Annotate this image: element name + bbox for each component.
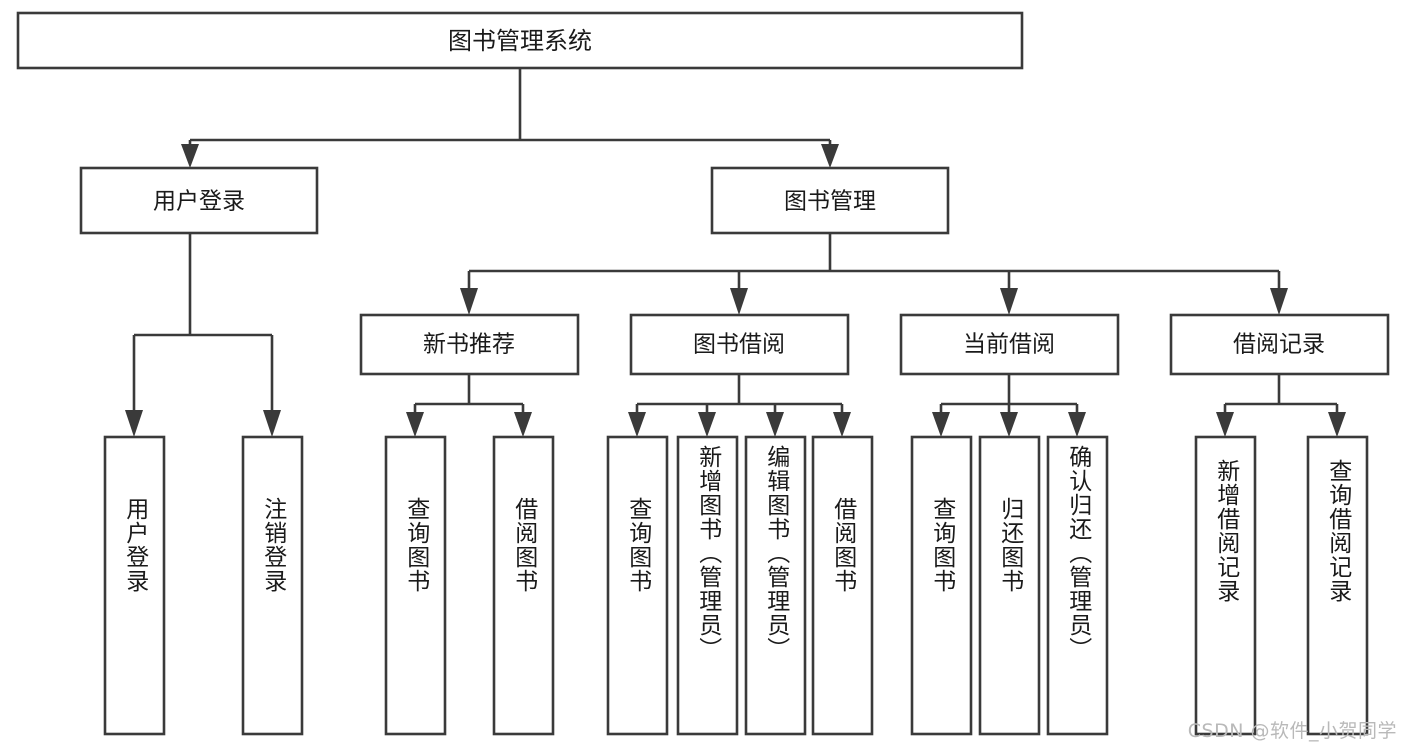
arrowhead-user-login: [181, 144, 199, 168]
leaf-query-book-borrow-box[interactable]: [606, 435, 669, 736]
node-current-borrow-box[interactable]: [899, 313, 1120, 376]
node-book-manage[interactable]: 图书管理: [710, 166, 950, 235]
csdn-watermark: CSDN @软件_小贺同学: [1187, 720, 1397, 742]
leaf-confirm-return-admin-box[interactable]: [1046, 435, 1109, 736]
arrowhead-leaf-query-borrow-record: [1328, 412, 1346, 437]
arrowhead-borrow-record: [1270, 288, 1288, 315]
node-root-box[interactable]: [16, 11, 1024, 70]
leaf-borrow-book-rec-box[interactable]: [492, 435, 555, 736]
node-new-book-recommend-label: 新书推荐: [423, 332, 515, 358]
node-user-login-box[interactable]: [79, 166, 319, 235]
leaf-query-book-rec-box[interactable]: [384, 435, 447, 736]
node-book-borrow[interactable]: 图书借阅: [629, 313, 850, 376]
node-book-manage-box[interactable]: [710, 166, 950, 235]
leaf-user-logout-box[interactable]: [241, 435, 304, 736]
node-borrow-record[interactable]: 借阅记录: [1169, 313, 1390, 376]
node-borrow-record-box[interactable]: [1169, 313, 1390, 376]
arrowhead-leaf-query-book-borrow: [628, 412, 646, 437]
node-new-book-recommend-box[interactable]: [359, 313, 580, 376]
leaf-add-borrow-record-box[interactable]: [1194, 435, 1257, 736]
arrowhead-book-manage: [821, 144, 839, 168]
node-book-borrow-label: 图书借阅: [693, 332, 785, 358]
node-user-login[interactable]: 用户登录: [79, 166, 319, 235]
arrowhead-leaf-return-book: [1000, 412, 1018, 437]
node-new-book-recommend[interactable]: 新书推荐: [359, 313, 580, 376]
arrowhead-leaf-query-book-current: [932, 412, 950, 437]
leaf-borrow-book-box[interactable]: [811, 435, 874, 736]
arrowhead-leaf-query-book-rec: [406, 412, 424, 437]
arrowhead-leaf-confirm-return-admin: [1068, 412, 1086, 437]
node-root-label: 图书管理系统: [448, 27, 592, 55]
node-current-borrow[interactable]: 当前借阅: [899, 313, 1120, 376]
arrowhead-new-book-recommend: [460, 288, 478, 315]
node-user-login-label: 用户登录: [153, 189, 245, 215]
leaf-query-borrow-record-box[interactable]: [1306, 435, 1369, 736]
arrowhead-leaf-borrow-book: [833, 412, 851, 437]
node-book-manage-label: 图书管理: [784, 189, 876, 215]
arrowhead-leaf-add-book-admin: [698, 412, 716, 437]
arrowhead-current-borrow: [1000, 288, 1018, 315]
leaf-user-login-box[interactable]: [103, 435, 166, 736]
node-root[interactable]: 图书管理系统: [16, 11, 1024, 70]
arrowhead-leaf-add-borrow-record: [1216, 412, 1234, 437]
node-borrow-record-label: 借阅记录: [1233, 332, 1325, 358]
leaf-edit-book-admin-box[interactable]: [744, 435, 807, 736]
arrowhead-leaf-borrow-book-rec: [514, 412, 532, 437]
leaf-add-book-admin-box[interactable]: [676, 435, 739, 736]
arrowhead-book-borrow: [730, 288, 748, 315]
connector-group: [125, 68, 1346, 437]
arrowhead-leaf-user-login: [125, 410, 143, 437]
leaf-query-book-current-box[interactable]: [910, 435, 973, 736]
leaf-return-book-box[interactable]: [978, 435, 1041, 736]
node-book-borrow-box[interactable]: [629, 313, 850, 376]
arrowhead-leaf-user-logout: [263, 410, 281, 437]
node-current-borrow-label: 当前借阅: [963, 332, 1055, 358]
leaf-box-group: [103, 435, 1369, 736]
arrowhead-leaf-edit-book-admin: [766, 412, 784, 437]
